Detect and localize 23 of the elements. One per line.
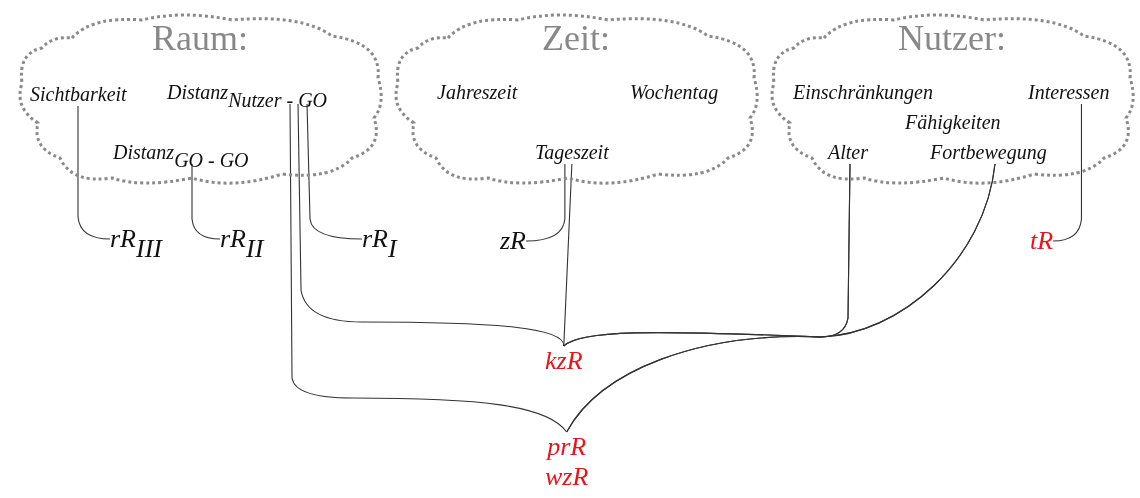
connector-line <box>525 163 566 242</box>
connector-line <box>77 105 111 240</box>
connector-line <box>563 163 573 347</box>
cloud-heading: Nutzer: <box>897 18 1007 58</box>
term-label: Alter <box>828 140 868 164</box>
cloud-heading: Raum: <box>151 18 249 58</box>
term-label: Einschränkungen <box>793 80 933 104</box>
term-label: Sichtbarkeit <box>30 82 127 106</box>
connector-line <box>306 103 363 240</box>
connector-line <box>289 103 568 433</box>
cloud-heading: Zeit: <box>541 18 611 58</box>
term-label: tR <box>1030 226 1054 256</box>
term-label: Fortbewegung <box>930 140 1047 164</box>
term-label: Fähigkeiten <box>905 110 1001 134</box>
term-label: kzR <box>545 346 583 376</box>
term-label: Tageszeit <box>535 140 609 164</box>
connector-line <box>566 163 996 433</box>
term-label: Jahreszeit <box>437 80 518 104</box>
term-label: Interessen <box>1028 80 1110 104</box>
connector-line <box>1052 103 1082 242</box>
term-label: prR wzR <box>545 432 589 492</box>
term-label: zR <box>500 226 526 256</box>
term-label: Wochentag <box>630 80 719 104</box>
